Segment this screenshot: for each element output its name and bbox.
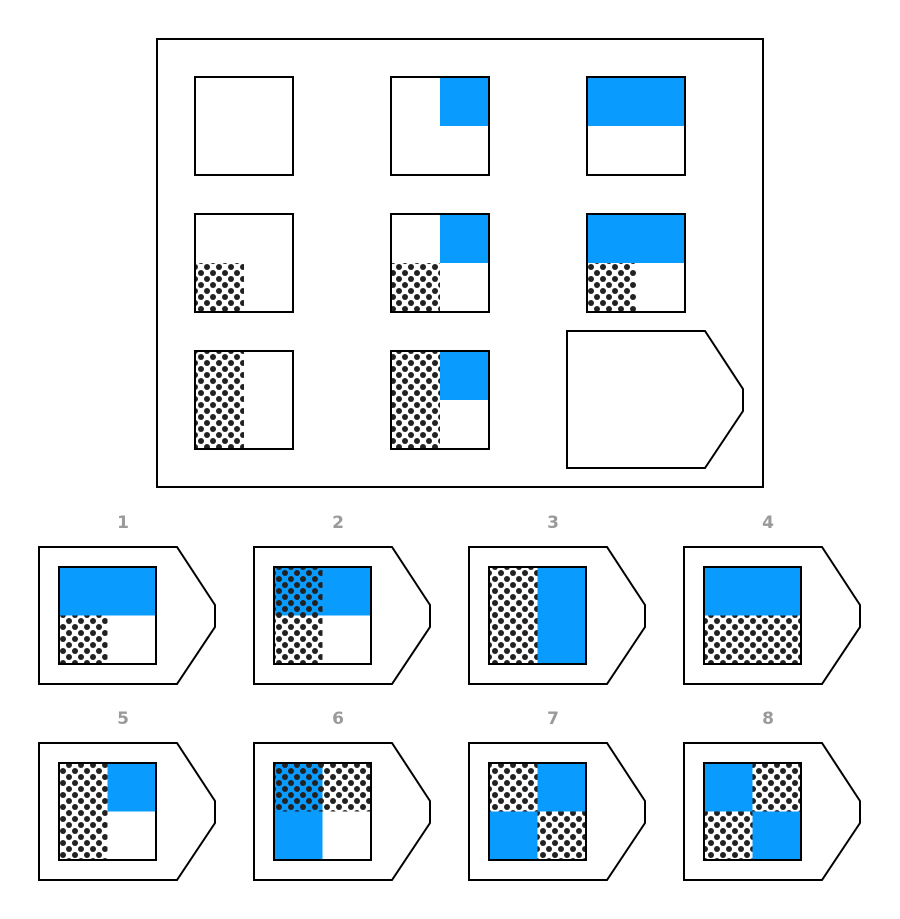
tile-border	[58, 762, 157, 861]
answer-option-3[interactable]: 3	[468, 513, 646, 685]
option-label: 3	[547, 513, 559, 533]
tile-border	[703, 566, 802, 665]
option-tile	[58, 762, 157, 861]
answer-option-2[interactable]: 2	[253, 513, 431, 685]
blue-quadrant-tl	[59, 567, 108, 616]
dotted-quadrant-bl	[391, 263, 440, 312]
blue-quadrant-tr	[752, 567, 801, 616]
dotted-quadrant-bl	[489, 615, 538, 664]
matrix-cell-r3c1	[194, 350, 294, 450]
dotted-quadrant-bl	[59, 615, 108, 664]
option-label: 5	[117, 709, 129, 729]
blue-quadrant-tr	[440, 214, 489, 263]
matrix-cell-r1c2	[390, 76, 490, 176]
dotted-quadrant-bl	[704, 811, 753, 860]
tile-border	[194, 213, 294, 313]
tile-border	[586, 213, 686, 313]
dotted-quadrant-tr	[322, 763, 371, 812]
tile-border	[390, 350, 490, 450]
blue-quadrant-tr	[322, 567, 371, 616]
option-tile	[488, 566, 587, 665]
option-tile	[273, 762, 372, 861]
missing-cell-placeholder	[566, 330, 744, 469]
dotted-quadrant-tl	[391, 351, 440, 400]
answer-option-8[interactable]: 8	[683, 709, 861, 881]
blue-quadrant-tr	[537, 763, 586, 812]
matrix-cell-r2c1	[194, 213, 294, 313]
matrix-grid	[194, 76, 744, 469]
dotted-quadrant-tl	[489, 763, 538, 812]
option-tile	[703, 566, 802, 665]
option-tile	[58, 566, 157, 665]
matrix-cell-r2c2	[390, 213, 490, 313]
tile-border	[273, 762, 372, 861]
dotted-quadrant-bl	[195, 400, 244, 449]
dotted-quadrant-bl	[704, 615, 753, 664]
dotted-quadrant-tl	[195, 351, 244, 400]
matrix-cell-r2c3	[586, 213, 686, 313]
blue-quadrant-tr	[107, 567, 156, 616]
matrix-frame	[156, 38, 764, 488]
blue-quadrant-tr	[107, 763, 156, 812]
dotted-quadrant-tr	[752, 763, 801, 812]
blue-quadrant-bl	[489, 811, 538, 860]
blue-quadrant-tr	[440, 77, 489, 126]
dotted-quadrant-tl	[59, 763, 108, 812]
dotted-quadrant-bl	[195, 263, 244, 312]
matrix-cell-r1c3	[586, 76, 686, 176]
blue-quadrant-tr	[440, 351, 489, 400]
option-label: 2	[332, 513, 344, 533]
blue-quadrant-bl	[274, 811, 323, 860]
answer-option-1[interactable]: 1	[38, 513, 216, 685]
option-tile	[273, 566, 372, 665]
matrix-cell-r1c1	[194, 76, 294, 176]
answer-options: 1 2 3 4 5 6 7 8	[38, 513, 861, 881]
dotted-quadrant-br	[752, 615, 801, 664]
answer-option-4[interactable]: 4	[683, 513, 861, 685]
tile-border	[58, 566, 157, 665]
option-tile	[488, 762, 587, 861]
blue-quadrant-tr	[636, 77, 685, 126]
tile-border	[390, 213, 490, 313]
blue-quadrant-tr	[537, 567, 586, 616]
answer-option-6[interactable]: 6	[253, 709, 431, 881]
blue-quadrant-tr	[636, 214, 685, 263]
matrix-cell-r3c2	[390, 350, 490, 450]
option-label: 1	[117, 513, 129, 533]
tile-border	[488, 566, 587, 665]
dotted-quadrant-br	[537, 811, 586, 860]
dotted-quadrant-bl	[274, 615, 323, 664]
blue-quadrant-tl	[587, 77, 636, 126]
option-label: 7	[547, 709, 559, 729]
option-label: 4	[762, 513, 774, 533]
blue-quadrant-tl	[704, 567, 753, 616]
option-label: 6	[332, 709, 344, 729]
answer-option-5[interactable]: 5	[38, 709, 216, 881]
tile-border	[194, 76, 294, 176]
dotted-quadrant-tl	[274, 763, 323, 812]
tile-border	[703, 762, 802, 861]
tile-border	[273, 566, 372, 665]
answer-option-7[interactable]: 7	[468, 709, 646, 881]
tile-border	[194, 350, 294, 450]
dotted-quadrant-bl	[587, 263, 636, 312]
tile-border	[488, 762, 587, 861]
dotted-quadrant-bl	[59, 811, 108, 860]
tile-background	[195, 77, 293, 175]
option-label: 8	[762, 709, 774, 729]
dotted-quadrant-tl	[274, 567, 323, 616]
dotted-quadrant-bl	[391, 400, 440, 449]
blue-quadrant-tl	[704, 763, 753, 812]
blue-quadrant-tl	[587, 214, 636, 263]
dotted-quadrant-tl	[489, 567, 538, 616]
option-tile	[703, 762, 802, 861]
tile-border	[586, 76, 686, 176]
tile-border	[390, 76, 490, 176]
blue-quadrant-br	[752, 811, 801, 860]
blue-quadrant-br	[537, 615, 586, 664]
